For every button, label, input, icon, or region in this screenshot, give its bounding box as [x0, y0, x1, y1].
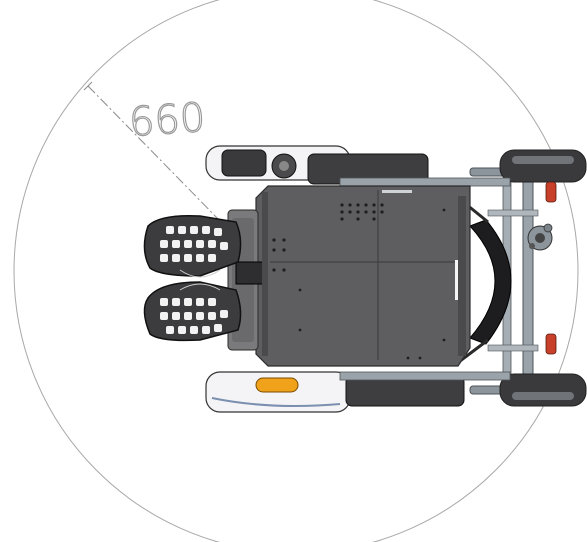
backrest	[469, 219, 512, 345]
front-wheel-bottom	[205, 371, 465, 413]
rear-wheel-bottom	[499, 333, 587, 407]
footplate-hinge	[235, 261, 267, 285]
dimension-label: 660	[127, 95, 206, 146]
front-wheel-top	[205, 145, 429, 185]
wheelchair-top-view	[143, 145, 587, 413]
dimension-line	[87, 85, 269, 271]
seat-plate	[255, 185, 471, 367]
reflector-icon	[255, 377, 299, 393]
rear-wheel-top	[499, 149, 587, 203]
turning-circle	[13, 0, 579, 542]
footplate-icon	[143, 214, 242, 342]
